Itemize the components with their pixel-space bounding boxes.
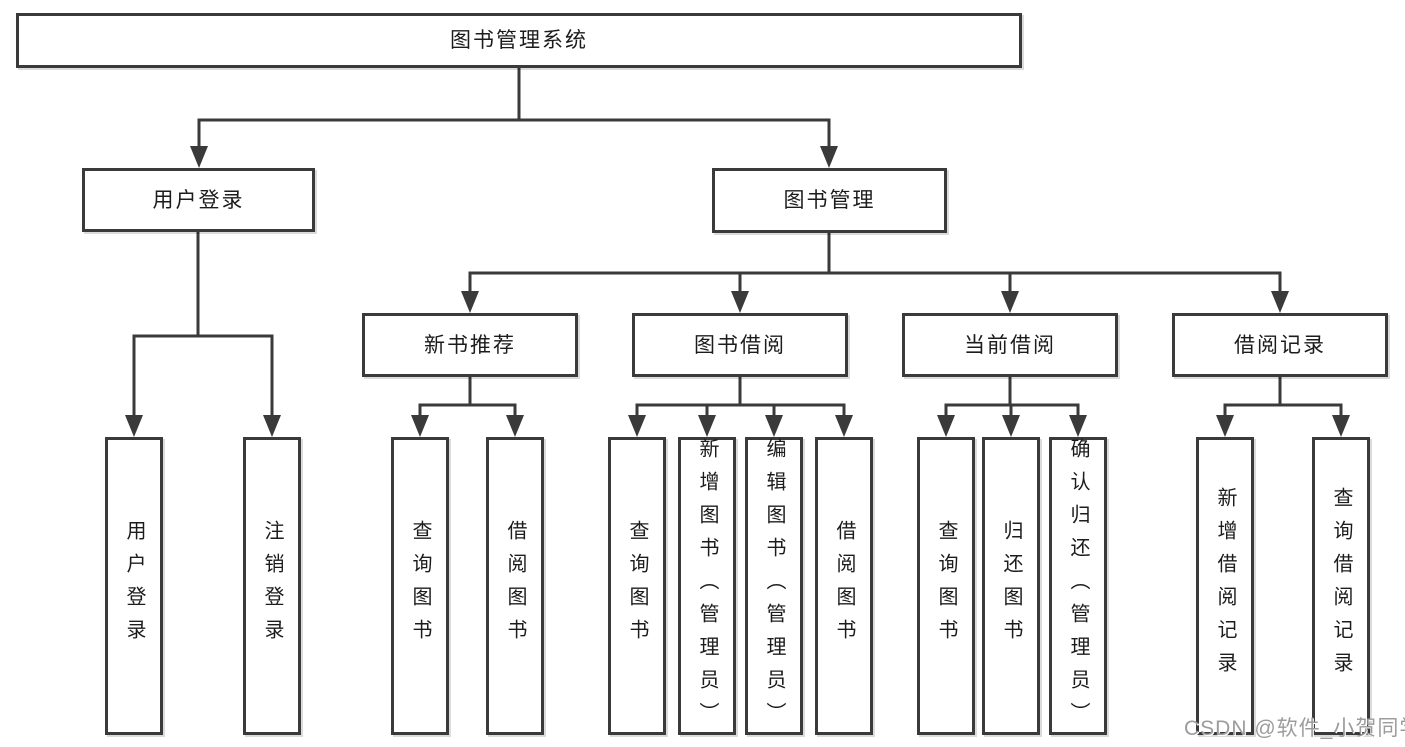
node-book-borrow-label: 图书借阅 (694, 333, 786, 357)
node-borrow-record: 借阅记录 (1172, 313, 1388, 377)
node-book-management-label: 图书管理 (783, 189, 876, 212)
leaf-return-book-label: 归还图书 (1000, 520, 1022, 652)
leaf-edit-book-admin: 编辑图书（管理员） (745, 437, 803, 735)
connector-new-book-children (411, 375, 524, 437)
node-user-login-label: 用户登录 (152, 188, 245, 212)
leaf-user-login-label: 用户登录 (123, 520, 145, 652)
leaf-confirm-return-admin: 确认归还（管理员） (1049, 437, 1107, 735)
csdn-watermark: CSDN @软件_小贺同学 (1184, 717, 1405, 740)
node-book-management: 图书管理 (712, 168, 947, 233)
connector-current-borrow-children (937, 375, 1087, 437)
node-book-borrow: 图书借阅 (632, 313, 848, 377)
node-current-borrow: 当前借阅 (902, 313, 1118, 377)
leaf-borrow-book: 借阅图书 (815, 437, 873, 735)
leaf-add-book-admin-label: 新增图书（管理员） (696, 437, 718, 735)
leaf-add-borrow-record-label: 新增借阅记录 (1214, 487, 1236, 685)
connector-user-login-children (125, 230, 281, 437)
leaf-query-book-recommend: 查询图书 (391, 437, 449, 735)
leaf-query-book-current: 查询图书 (917, 437, 975, 735)
connector-borrow-record-children (1216, 375, 1350, 437)
connector-book-borrow-children (628, 375, 853, 437)
leaf-query-book-borrow: 查询图书 (608, 437, 666, 735)
leaf-borrow-book-label: 借阅图书 (833, 520, 855, 652)
leaf-borrow-book-recommend-label: 借阅图书 (504, 520, 526, 652)
connector-book-mgmt-sections (461, 231, 1289, 313)
node-user-login: 用户登录 (82, 168, 315, 232)
leaf-query-book-current-label: 查询图书 (935, 520, 957, 652)
leaf-query-borrow-record-label: 查询借阅记录 (1330, 487, 1352, 685)
leaf-logout: 注销登录 (243, 437, 301, 735)
leaf-query-book-recommend-label: 查询图书 (409, 520, 431, 652)
leaf-return-book: 归还图书 (982, 437, 1040, 735)
leaf-logout-label: 注销登录 (261, 520, 283, 652)
connector-root-to-level2 (190, 66, 838, 168)
node-new-book-recommend-label: 新书推荐 (424, 333, 516, 357)
leaf-add-book-admin: 新增图书（管理员） (678, 437, 736, 735)
leaf-borrow-book-recommend: 借阅图书 (486, 437, 544, 735)
leaf-user-login: 用户登录 (105, 437, 163, 735)
leaf-confirm-return-admin-label: 确认归还（管理员） (1067, 437, 1089, 735)
leaf-edit-book-admin-label: 编辑图书（管理员） (763, 437, 785, 735)
leaf-query-book-borrow-label: 查询图书 (626, 520, 648, 652)
leaf-query-borrow-record: 查询借阅记录 (1312, 437, 1370, 735)
leaf-add-borrow-record: 新增借阅记录 (1196, 437, 1254, 735)
node-new-book-recommend: 新书推荐 (362, 313, 578, 377)
node-borrow-record-label: 借阅记录 (1234, 333, 1326, 357)
node-root-system: 图书管理系统 (16, 13, 1022, 68)
node-current-borrow-label: 当前借阅 (964, 333, 1056, 357)
node-root-label: 图书管理系统 (450, 29, 588, 52)
